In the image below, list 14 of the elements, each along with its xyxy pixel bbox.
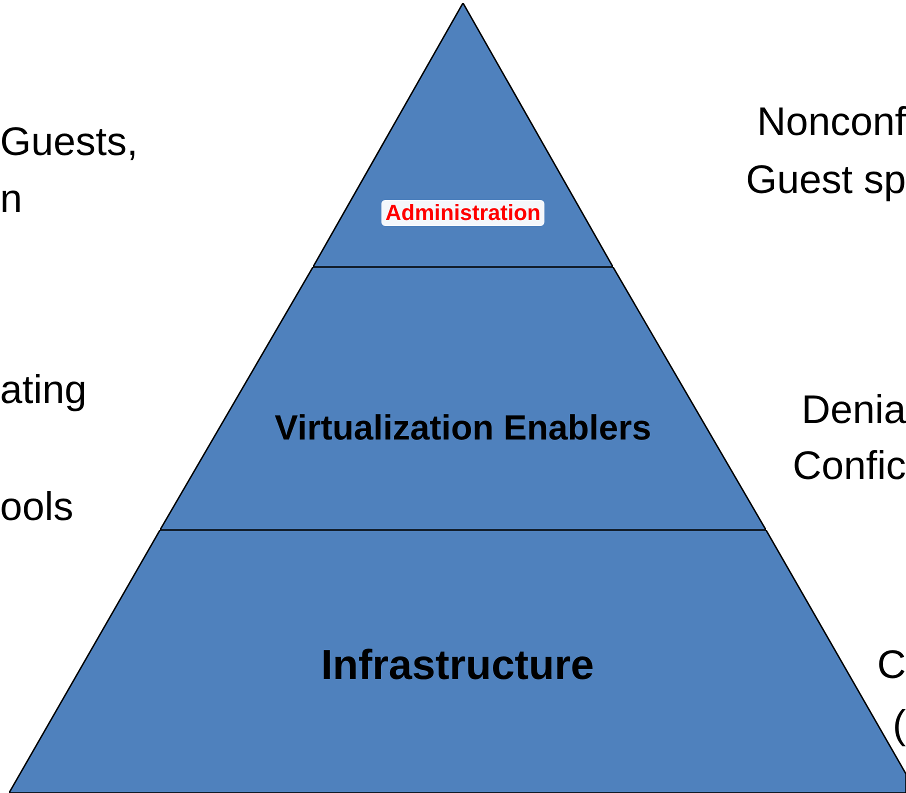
side-text: ating	[0, 370, 87, 410]
side-text: Confic	[792, 446, 906, 486]
side-text: C	[877, 645, 906, 685]
side-text: Nonconf	[757, 102, 906, 142]
side-text: Denia	[801, 390, 906, 430]
tier-label: Administration	[381, 200, 545, 226]
pyramid-tier	[9, 530, 906, 793]
tier-label: Virtualization Enablers	[274, 410, 652, 446]
side-text: ools	[0, 487, 74, 527]
side-text: Guest sp	[746, 160, 906, 200]
side-text: (	[892, 705, 906, 745]
side-text: n	[0, 179, 22, 219]
side-text: Guests,	[0, 122, 138, 162]
tier-label: Infrastructure	[320, 644, 594, 686]
